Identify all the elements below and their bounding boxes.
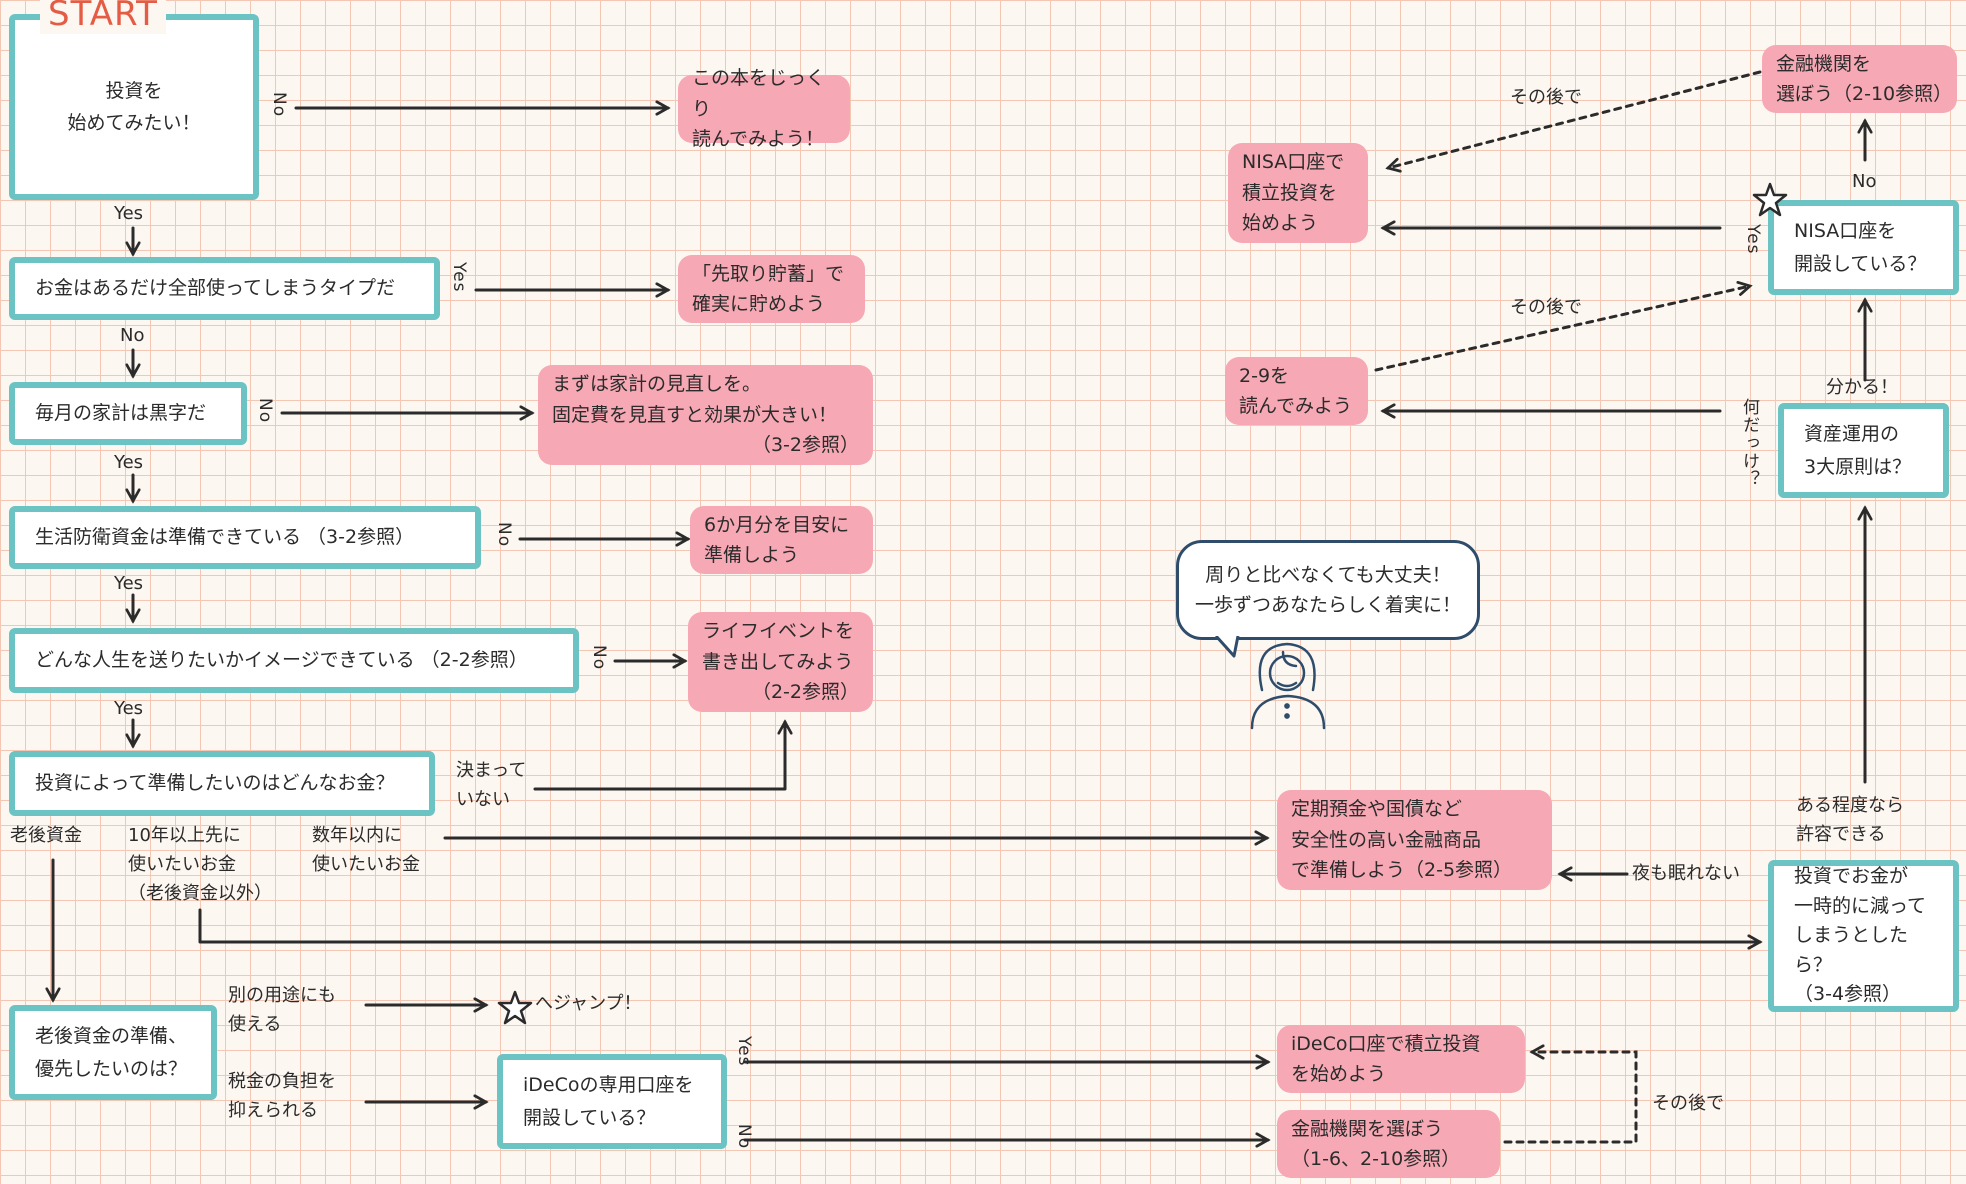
label-after-read: その後で — [1510, 297, 1582, 318]
result-choose-institution: 金融機関を選ぼう （1-6、2-10参照） — [1277, 1110, 1500, 1178]
result-review-budget: まずは家計の見直しを。 固定費を見直すと効果が大きい！ （3-2参照） — [538, 365, 873, 465]
label-no-nisa: No — [1852, 171, 1877, 192]
person-icon — [1250, 642, 1326, 730]
label-over-10-years: 10年以上先に 使いたいお金 （老後資金以外） — [128, 825, 272, 904]
question-ideco-account: iDeCoの専用口座を 開設している？ — [497, 1054, 727, 1149]
label-no-budget: No — [255, 398, 275, 424]
result-six-months: 6か月分を目安に 準備しよう — [690, 506, 873, 574]
label-after-institution: その後で — [1510, 87, 1582, 108]
result-read-book: この本をじっくり 読んでみよう！ — [678, 67, 850, 150]
dashed-after-ideco — [1503, 1052, 1638, 1144]
label-yes-ideco: Yes — [734, 1036, 754, 1067]
arrow-over-10-years — [198, 908, 1760, 942]
label-no-ideco: No — [734, 1124, 754, 1150]
question-purpose: 投資によって準備したいのはどんなお金？ — [9, 751, 435, 816]
label-tax-relief: 税金の負担を 抑えられる — [228, 1071, 336, 1121]
result-choose-institution-nisa: 金融機関を 選ぼう（2-10参照） — [1762, 45, 1957, 113]
label-yes-spend: Yes — [449, 262, 469, 293]
label-yes-life: Yes — [114, 698, 144, 719]
dashed-after-institution-to-nisa — [1388, 70, 1762, 168]
label-no-life: No — [589, 645, 609, 671]
label-yes-nisa: Yes — [1743, 224, 1763, 255]
start-question-text: 投資を 始めてみたい！ — [67, 79, 201, 134]
label-no-start: No — [269, 92, 289, 118]
dashed-after-read-to-nisa — [1374, 286, 1750, 372]
label-other-use: 別の用途にも 使える — [228, 985, 336, 1035]
label-yes-start: Yes — [114, 203, 144, 224]
result-read-2-9: 2-9を 読んでみよう — [1225, 357, 1368, 425]
label-within-years: 数年以内に 使いたいお金 — [312, 825, 420, 875]
question-spend-all: お金はあるだけ全部使ってしまうタイプだ — [9, 257, 440, 320]
result-save-first: 「先取り貯蓄」で 確実に貯めよう — [678, 255, 865, 323]
arrow-undecided — [533, 722, 785, 791]
start-question: 投資を 始めてみたい！ — [9, 14, 259, 200]
label-jump-to-star: へジャンプ！ — [535, 993, 642, 1014]
label-understand: 分かる！ — [1826, 377, 1898, 398]
star-icon — [1752, 182, 1788, 217]
label-yes-budget: Yes — [114, 452, 144, 473]
question-emergency-fund: 生活防衛資金は準備できている （3-2参照） — [9, 506, 481, 569]
question-temporary-loss: 投資でお金が 一時的に減って しまうとしたら？ （3-4参照） — [1768, 860, 1959, 1012]
question-three-principles: 資産運用の 3大原則は？ — [1778, 403, 1949, 498]
speech-bubble: 周りと比べなくても大丈夫！ 一歩ずつあなたらしく着実に！ — [1176, 540, 1480, 640]
label-no-spend: No — [120, 325, 145, 346]
label-retirement-funds: 老後資金 — [10, 825, 82, 846]
question-life-image: どんな人生を送りたいかイメージできている （2-2参照） — [9, 628, 579, 693]
label-after-ideco: その後で — [1652, 1093, 1724, 1114]
result-life-events: ライフイベントを 書き出してみよう （2-2参照） — [688, 612, 873, 712]
label-no-emergency: No — [494, 522, 514, 548]
label-yes-emergency: Yes — [114, 573, 144, 594]
question-budget-surplus: 毎月の家計は黒字だ — [9, 382, 247, 445]
result-ideco-start: iDeCo口座で積立投資 を始めよう — [1277, 1025, 1525, 1093]
label-tolerable: ある程度なら 許容できる — [1796, 795, 1904, 845]
star-icon — [497, 990, 533, 1030]
label-what-was-it: 何だっけ？ — [1739, 398, 1759, 488]
label-undecided: 決まって いない — [456, 760, 527, 810]
start-label: START — [40, 0, 166, 34]
question-retirement-priority: 老後資金の準備、 優先したいのは？ — [9, 1005, 217, 1100]
result-nisa-start: NISA口座で 積立投資を 始めよう — [1228, 143, 1368, 243]
question-nisa-account: NISA口座を 開設している？ — [1768, 200, 1959, 295]
speech-bubble-tail — [1214, 636, 1240, 658]
result-safe-products: 定期預金や国債など 安全性の高い金融商品 で準備しよう（2-5参照） — [1277, 790, 1552, 890]
label-cant-sleep: 夜も眠れない — [1632, 863, 1740, 884]
